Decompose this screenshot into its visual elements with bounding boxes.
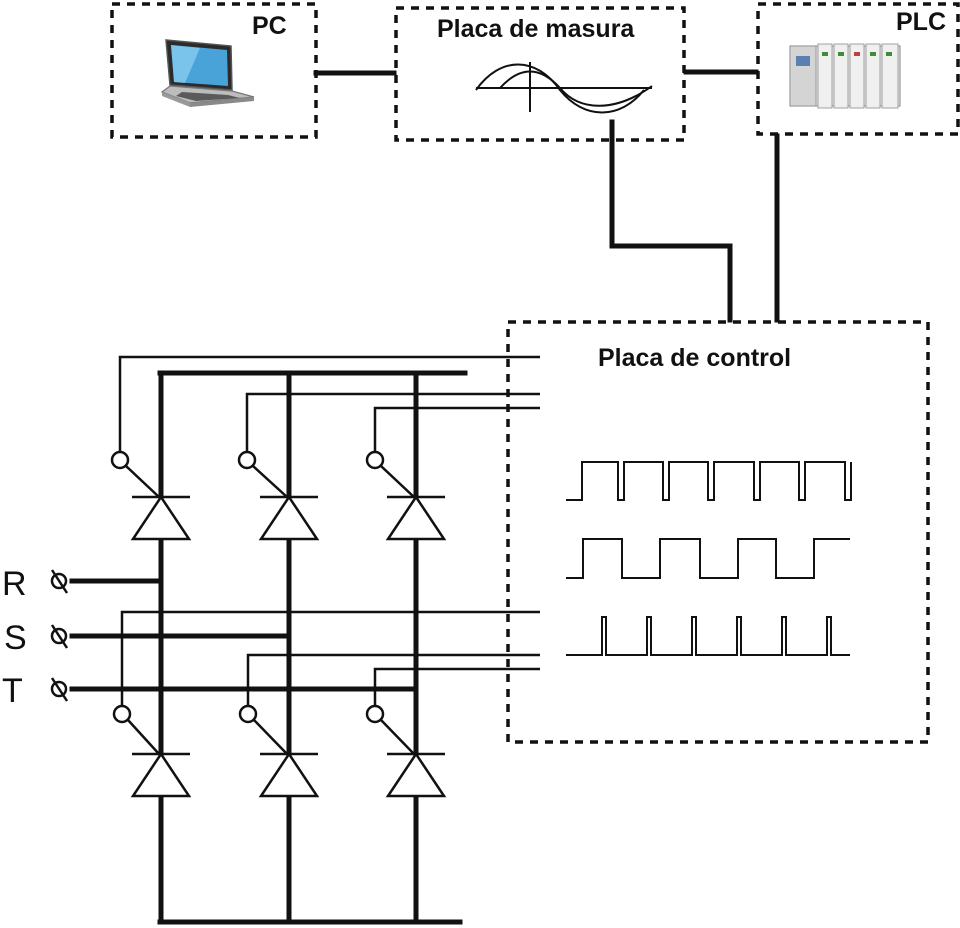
control-board-block: Placa de control	[506, 320, 930, 744]
measurement-board-label: Placa de masura	[437, 15, 635, 43]
thyristor-lower-3	[365, 704, 447, 798]
pulse-waveform-icon	[566, 461, 852, 656]
measurement-board-block: Placa de masura	[394, 6, 686, 142]
phase-label-s: S	[4, 619, 27, 657]
laptop-icon	[160, 39, 255, 107]
sine-wave-icon	[475, 62, 653, 114]
plc-block: PLC	[756, 2, 960, 136]
top-links	[313, 69, 780, 323]
thyristor-lower-1	[112, 704, 192, 798]
thyristor-lower-2	[238, 704, 320, 798]
phase-terminal-t: T	[2, 672, 69, 710]
thyristor-bridge: R S T	[2, 355, 540, 925]
control-board-label: Placa de control	[598, 344, 791, 372]
phase-terminal-s: S	[4, 619, 69, 657]
control-board-border	[506, 320, 930, 744]
thyristor-upper-3	[365, 450, 447, 541]
phase-label-t: T	[2, 672, 23, 710]
plc-label: PLC	[896, 8, 946, 36]
phase-label-r: R	[2, 565, 27, 603]
plc-module-icon	[789, 43, 901, 109]
thyristor-upper-2	[237, 450, 320, 541]
pc-label: PC	[252, 12, 287, 40]
phase-terminal-r: R	[2, 565, 69, 603]
thyristor-upper-1	[110, 450, 192, 541]
pc-block: PC	[110, 2, 318, 139]
